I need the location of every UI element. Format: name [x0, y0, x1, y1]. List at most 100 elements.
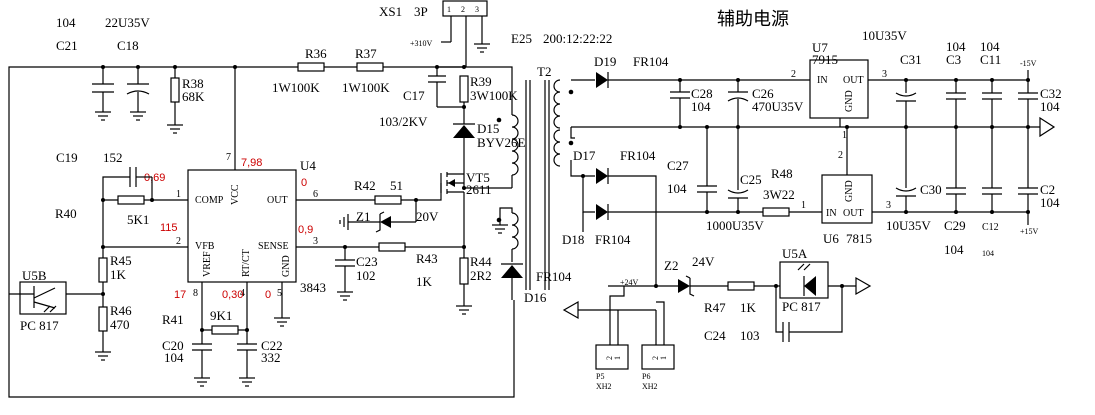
pos-winding-wire — [570, 160, 595, 177]
resistor-r47 — [727, 281, 755, 291]
c24-wire-left — [775, 286, 783, 333]
measure-vref: 17 — [174, 289, 186, 301]
aux-winding — [492, 207, 513, 262]
cap-c20 — [192, 330, 212, 387]
t2-ref: T2 — [537, 64, 551, 79]
r43-ref: R43 — [416, 251, 438, 266]
u4-num-comp: 1 — [176, 189, 181, 200]
cap-c28 — [670, 80, 690, 127]
resistor-r45 — [98, 247, 108, 307]
xs1-supply: +310V — [410, 39, 433, 48]
c28-value: 104 — [691, 99, 711, 114]
d19-ref: D19 — [594, 54, 616, 69]
u4-num-gnd: 5 — [277, 288, 282, 299]
u4-num-vref: 8 — [193, 288, 198, 299]
z2-value: 24V — [692, 254, 715, 269]
u7-pin-in: IN — [817, 75, 828, 86]
u6-num-gnd: 2 — [838, 150, 843, 161]
p5-pin-label-2: 1 — [613, 356, 622, 360]
diode-d16 — [501, 263, 523, 300]
c27-ref: C27 — [667, 158, 689, 173]
d17-to-24v — [608, 175, 657, 286]
r39-ref: R39 — [470, 74, 492, 89]
c12-ref: C12 — [982, 222, 999, 233]
c24-wire-right — [789, 286, 843, 333]
u6-pin-in: IN — [826, 208, 837, 219]
c21-ref: C21 — [56, 38, 78, 53]
xs1-pin-1: 1 — [447, 5, 451, 14]
r42-value: 51 — [390, 178, 403, 193]
c25-ref: C25 — [740, 172, 762, 187]
c17-value: 103/2KV — [379, 114, 428, 129]
p6-pin-label-2: 1 — [659, 356, 668, 360]
d17-ref: D17 — [573, 148, 596, 163]
r36-ref: R36 — [305, 46, 327, 61]
xs1-ref: XS1 — [379, 4, 402, 19]
r41-ref: R41 — [162, 312, 184, 327]
r46-value: 470 — [110, 317, 130, 332]
c19-value: 152 — [103, 150, 123, 165]
r38-ref: R38 — [182, 76, 204, 91]
common-rail-arrow — [1039, 116, 1056, 138]
r40-value: 5K1 — [127, 212, 149, 227]
common-rail-tap — [570, 127, 575, 139]
r36-value: 1W100K — [272, 80, 320, 95]
diode-d15 — [453, 123, 475, 188]
c24-ref: C24 — [704, 328, 726, 343]
resistor-r39 — [459, 75, 469, 124]
c12-value: 104 — [982, 249, 994, 258]
c22-value: 332 — [261, 350, 281, 365]
u6-ref: U6 — [823, 231, 839, 246]
mosfet-vt5 — [440, 172, 465, 258]
c20-value: 104 — [164, 350, 184, 365]
gate-wire-2 — [401, 183, 442, 201]
r43-value: 1K — [416, 274, 433, 289]
comp-wire — [102, 176, 188, 201]
primary-frame-wire — [8, 66, 515, 398]
d16-ref: D16 — [524, 290, 547, 305]
p5-pin-label: 2 — [605, 356, 614, 360]
u4-num-sense: 3 — [313, 236, 318, 247]
u6-pin-out: OUT — [843, 208, 864, 219]
rail-neg15: -15V — [1020, 59, 1037, 68]
c32-ref: C32 — [1040, 86, 1062, 101]
u5a-ref: U5A — [782, 246, 808, 261]
connector-p6: 2 1 — [641, 344, 675, 370]
r39-value: 3W100K — [470, 88, 518, 103]
c11-value: 104 — [980, 39, 1000, 54]
r38-value: 68K — [182, 89, 205, 104]
connector-xs1: 1 2 3 — [441, 0, 490, 67]
r40-ref: R40 — [55, 206, 77, 221]
c24-value: 103 — [740, 328, 760, 343]
u6-part: 7815 — [846, 231, 872, 246]
cap-c30 — [895, 127, 917, 212]
u4-pin-out: OUT — [267, 195, 288, 206]
u7-num-out: 3 — [882, 69, 887, 80]
u4-pin-vcc: VCC — [230, 184, 241, 205]
c26-ref: C26 — [752, 86, 774, 101]
c2-value: 104 — [1040, 195, 1060, 210]
r47-value: 1K — [740, 300, 757, 315]
ic-u7: IN OUT GND — [809, 59, 869, 127]
p6-pin-label: 2 — [651, 356, 660, 360]
d17-value: FR104 — [620, 148, 656, 163]
diode-d18 — [596, 204, 609, 220]
c2-ref: C2 — [1040, 182, 1055, 197]
p5-wire-a — [609, 286, 625, 345]
u4-num-vcc: 7 — [226, 152, 231, 163]
u4-num-rtct: 4 — [240, 288, 245, 299]
c31-value: 10U35V — [862, 28, 907, 43]
resistor-r37 — [356, 62, 384, 72]
cap-c23 — [335, 247, 355, 301]
r42-ref: R42 — [354, 178, 376, 193]
d15-ref: D15 — [477, 121, 499, 136]
d18-ref: D18 — [562, 232, 584, 247]
c20-ref: C20 — [162, 338, 184, 353]
diagram-title: 辅助电源 — [717, 9, 789, 30]
r44-value: 2R2 — [470, 268, 492, 283]
p5-ref: P5 — [596, 372, 604, 381]
measure-gnd: 0 — [265, 289, 271, 301]
u4-pin-sense: SENSE — [258, 241, 289, 252]
r48-ref: R48 — [771, 166, 793, 181]
